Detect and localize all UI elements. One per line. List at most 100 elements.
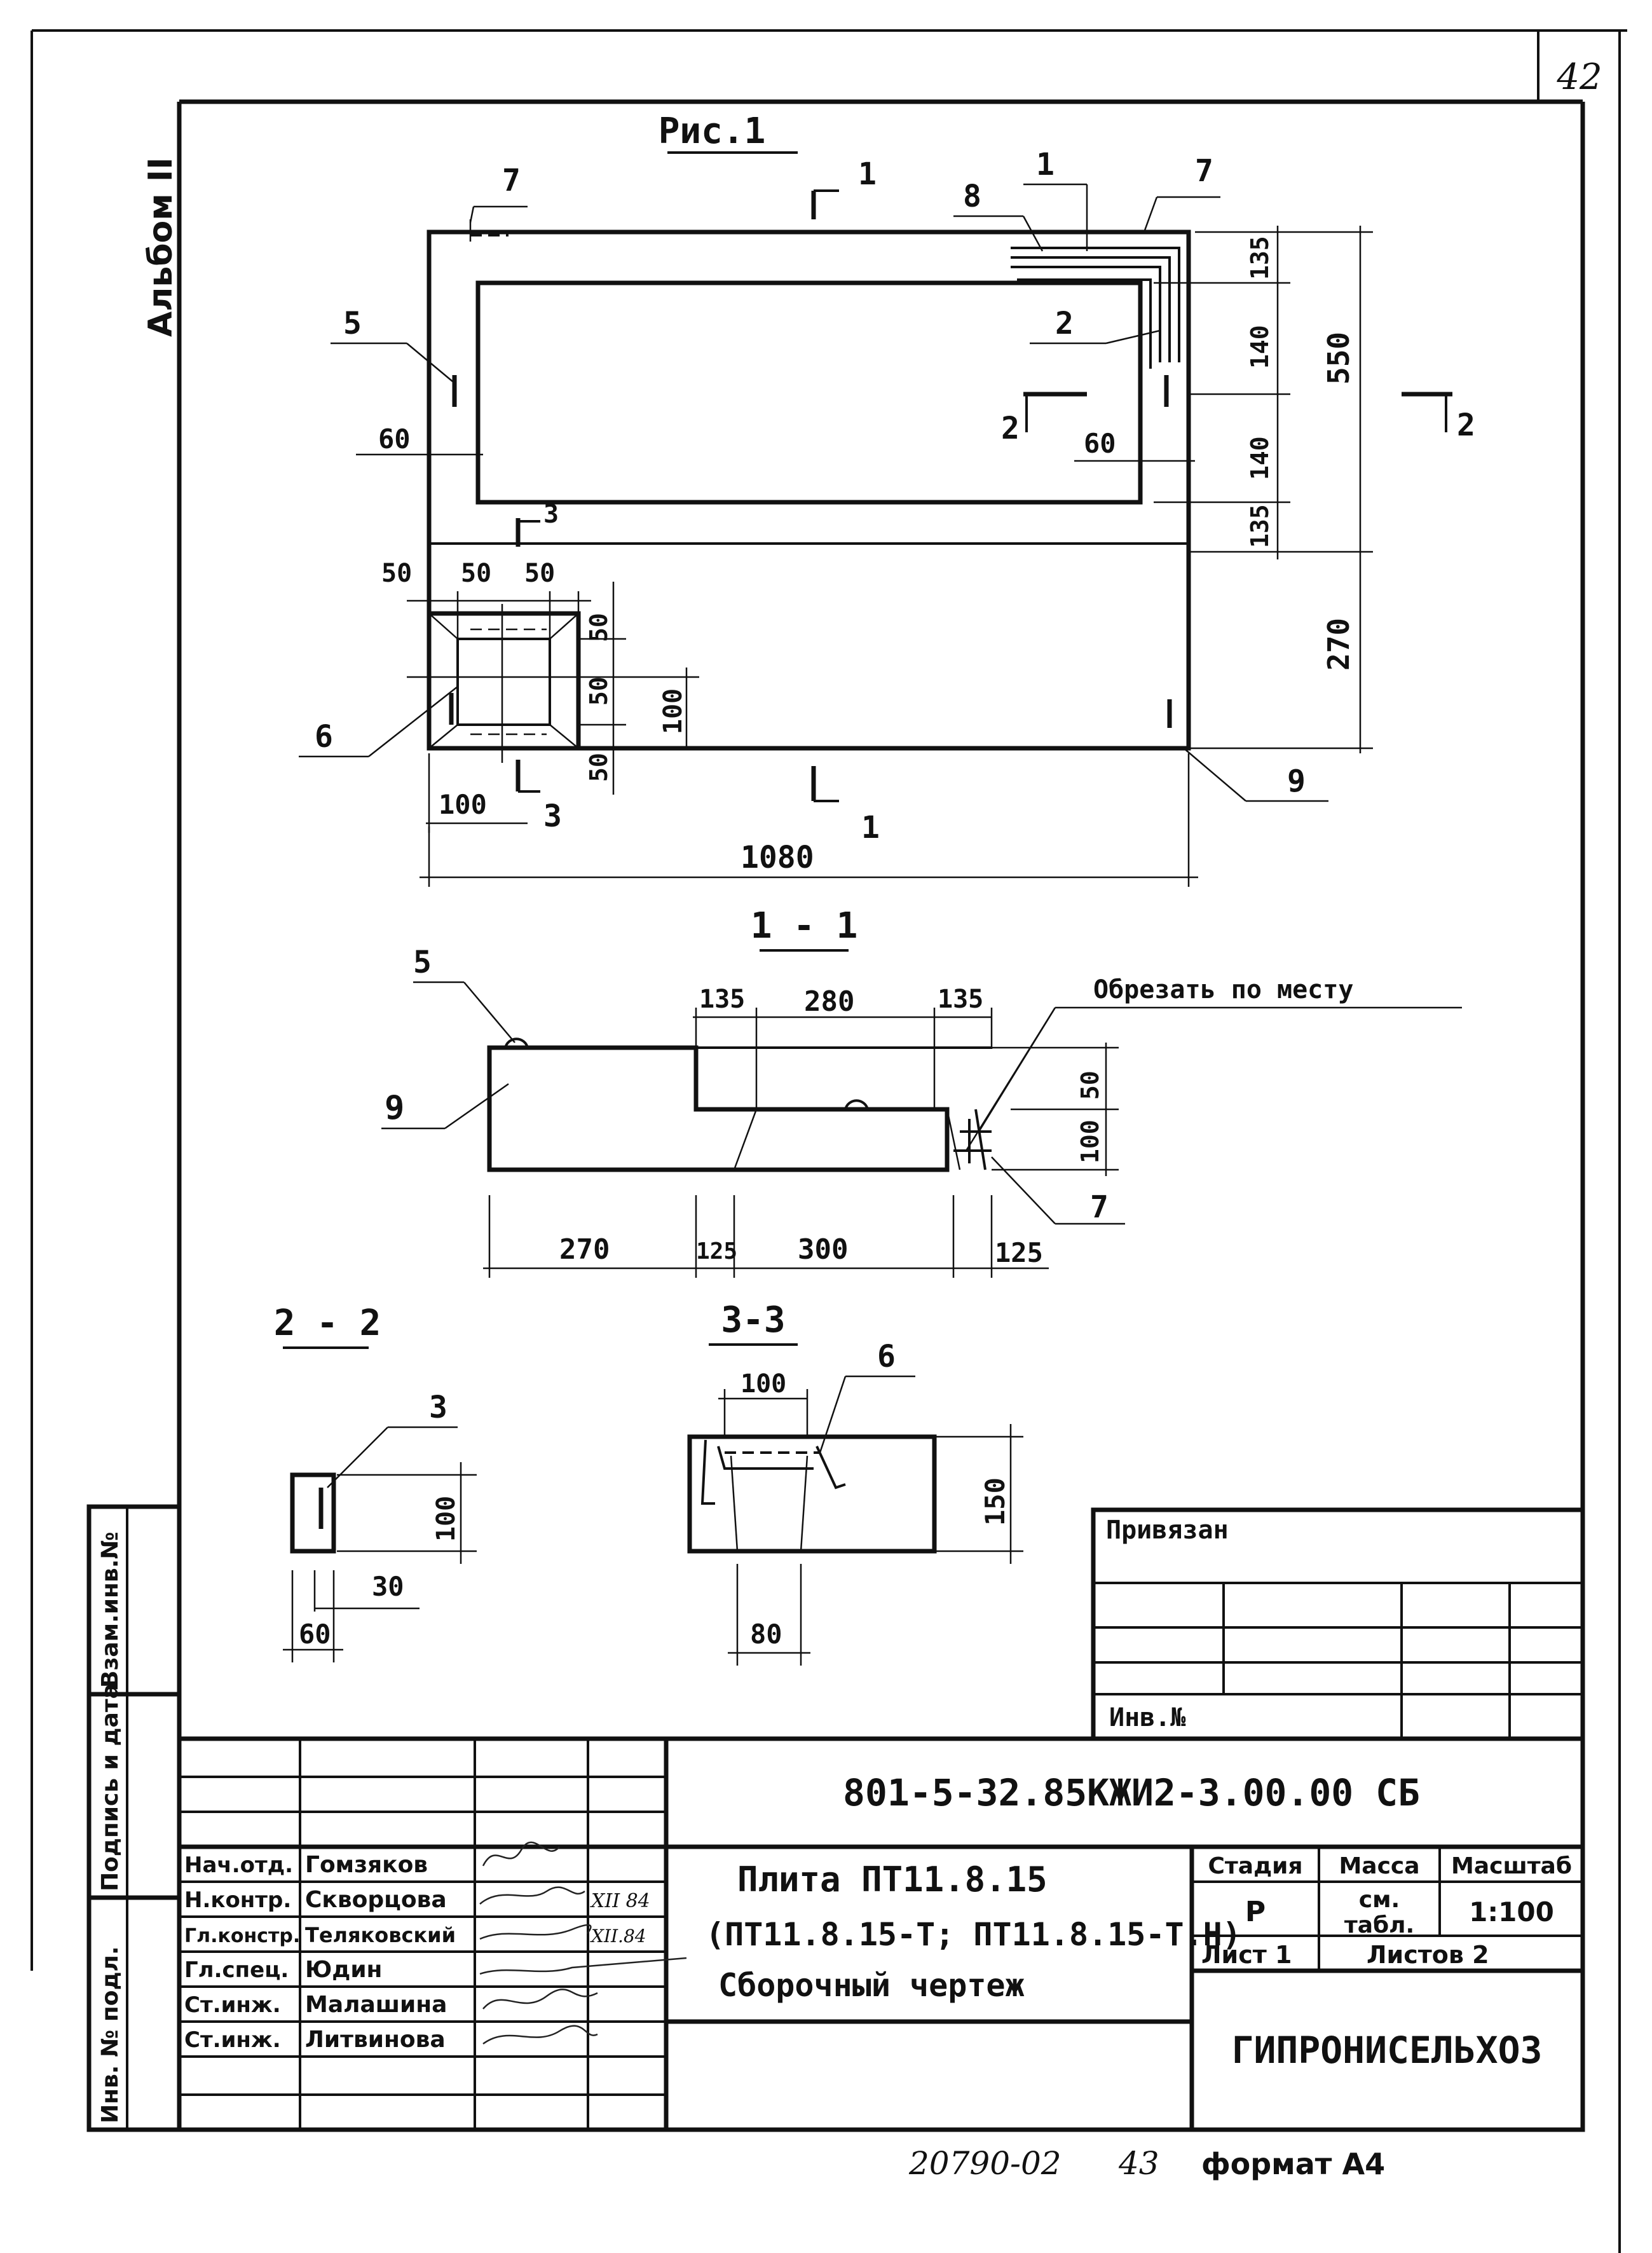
- callout-5-section: 5: [413, 945, 515, 1043]
- svg-text:550: 550: [1321, 332, 1356, 385]
- callout-7-section: 7: [991, 1156, 1125, 1225]
- svg-text:135: 135: [938, 985, 983, 1014]
- section-2-2: 2 - 2 3 100 30 60: [274, 1303, 477, 1662]
- svg-text:135: 135: [699, 985, 745, 1014]
- callout-6: 6: [299, 686, 458, 758]
- svg-text:20790-02: 20790-02: [908, 2145, 1062, 2182]
- side-stamp: Взам.инв.№ Подпись и дата Инв. № подл.: [86, 1504, 182, 2132]
- svg-text:135: 135: [1246, 504, 1274, 548]
- album-label: Альбом II: [142, 157, 180, 337]
- svg-text:60: 60: [1084, 428, 1116, 459]
- svg-text:Р: Р: [1245, 1896, 1266, 1928]
- drawing-name-2: (ПТ11.8.15-Т; ПТ11.8.15-Т.Н): [706, 1916, 1241, 1953]
- drawing-name-1: Плита ПТ11.8.15: [737, 1859, 1048, 1900]
- svg-text:Нач.отд.: Нач.отд.: [184, 1852, 293, 1878]
- svg-text:Гомзяков: Гомзяков: [305, 1852, 428, 1878]
- svg-text:7: 7: [1090, 1189, 1109, 1225]
- section-1-1-title: 1 - 1: [751, 905, 858, 947]
- svg-text:Гл.констр.: Гл.констр.: [184, 1925, 300, 1947]
- section-mark-3-bottom: 3: [515, 760, 562, 834]
- svg-text:100: 100: [432, 1496, 461, 1542]
- document-code: 801-5-32.85КЖИ2-3.00.00 СБ: [843, 1771, 1420, 1814]
- svg-text:50: 50: [585, 753, 613, 782]
- svg-text:6: 6: [877, 1339, 896, 1374]
- svg-text:50: 50: [524, 559, 555, 588]
- svg-text:2: 2: [1457, 407, 1475, 443]
- svg-text:Подпись и дата: Подпись и дата: [97, 1683, 123, 1891]
- svg-text:3: 3: [543, 500, 559, 529]
- svg-text:Масштаб: Масштаб: [1451, 1853, 1572, 1879]
- dim-1080: 1080: [420, 753, 1198, 887]
- svg-text:9: 9: [385, 1089, 404, 1127]
- svg-text:7: 7: [1195, 153, 1213, 189]
- svg-text:9: 9: [1287, 764, 1306, 799]
- svg-text:табл.: табл.: [1344, 1912, 1414, 1938]
- callout-7-right: 7: [1143, 153, 1220, 233]
- callout-9-section: 9: [381, 1083, 509, 1130]
- svg-text:Гл.спец.: Гл.спец.: [184, 1957, 289, 1983]
- svg-text:140: 140: [1246, 436, 1274, 480]
- svg-text:Ст.инж.: Ст.инж.: [184, 2027, 281, 2053]
- svg-text:140: 140: [1246, 325, 1274, 369]
- svg-text:1: 1: [1036, 147, 1055, 182]
- svg-text:1:100: 1:100: [1469, 1896, 1554, 1928]
- svg-text:Лист 1: Лист 1: [1201, 1941, 1292, 1969]
- svg-text:100: 100: [1076, 1120, 1104, 1163]
- drawing-name-3: Сборочный чертеж: [718, 1967, 1025, 2004]
- svg-text:Масса: Масса: [1339, 1853, 1419, 1879]
- section-3-3: 3-3 100 6 150 80: [687, 1299, 1023, 1666]
- svg-text:Стадия: Стадия: [1208, 1853, 1303, 1879]
- note-trim: Обрезать по месту: [965, 975, 1462, 1151]
- svg-text:135: 135: [1246, 236, 1274, 280]
- figure-plan: Рис.1 1: [299, 111, 1475, 887]
- svg-text:125: 125: [995, 1237, 1043, 1268]
- svg-text:Скворцова: Скворцова: [305, 1887, 447, 1913]
- svg-text:8: 8: [963, 179, 981, 214]
- svg-text:280: 280: [804, 985, 854, 1018]
- title-block: 801-5-32.85КЖИ2-3.00.00 СБ Нач.отд. Гомз…: [177, 1736, 1585, 2132]
- svg-text:XII.84: XII.84: [590, 1926, 646, 1947]
- svg-text:2: 2: [1001, 411, 1020, 446]
- svg-text:Юдин: Юдин: [305, 1957, 382, 1983]
- svg-text:50: 50: [381, 559, 412, 588]
- section-mark-3-top: 3: [515, 500, 559, 547]
- callout-7-left: 7: [469, 163, 528, 223]
- dim-60-left: 60: [356, 423, 483, 456]
- svg-text:XII 84: XII 84: [590, 1890, 650, 1912]
- callout-9: 9: [1182, 746, 1328, 802]
- callout-5: 5: [331, 306, 453, 382]
- svg-text:Листов 2: Листов 2: [1367, 1941, 1489, 1969]
- staff-list: Нач.отд. Гомзяков Н.контр. Скворцова XII…: [184, 1852, 650, 2053]
- svg-text:270: 270: [1321, 618, 1356, 671]
- svg-text:125: 125: [696, 1238, 737, 1264]
- figure-title: Рис.1: [659, 111, 766, 152]
- svg-text:30: 30: [372, 1571, 404, 1602]
- svg-text:80: 80: [750, 1619, 782, 1650]
- svg-text:100: 100: [659, 688, 688, 734]
- callout-8: 8: [953, 179, 1044, 252]
- callout-2: 2: [1030, 306, 1161, 345]
- section-3-3-title: 3-3: [721, 1299, 785, 1341]
- footer: 20790-02 43 формат А4: [908, 2145, 1385, 2182]
- dim-square: 50 50 50 50 50 50 100 100: [381, 559, 688, 833]
- binding-block: Привязан Инв.№: [1091, 1507, 1585, 1741]
- svg-text:формат А4: формат А4: [1201, 2147, 1385, 2181]
- svg-text:Литвинова: Литвинова: [305, 2027, 446, 2053]
- svg-text:Обрезать по месту: Обрезать по месту: [1093, 975, 1353, 1004]
- section-mark-2-inner: 2: [1001, 392, 1087, 446]
- svg-text:2: 2: [1055, 306, 1074, 341]
- svg-text:Привязан: Привязан: [1106, 1516, 1229, 1545]
- svg-text:3: 3: [543, 798, 562, 834]
- svg-text:Инв.№: Инв.№: [1109, 1703, 1185, 1732]
- svg-text:Взам.инв.№: Взам.инв.№: [97, 1531, 123, 1688]
- svg-text:60: 60: [299, 1619, 331, 1650]
- section-mark-1-bottom: 1: [811, 766, 880, 846]
- svg-text:60: 60: [378, 423, 411, 455]
- signatures: [479, 1841, 687, 2045]
- svg-text:6: 6: [315, 719, 333, 755]
- callout-1: 1: [1023, 147, 1088, 251]
- svg-text:см.: см.: [1359, 1887, 1400, 1913]
- svg-text:50: 50: [585, 613, 613, 642]
- svg-text:1: 1: [858, 156, 877, 192]
